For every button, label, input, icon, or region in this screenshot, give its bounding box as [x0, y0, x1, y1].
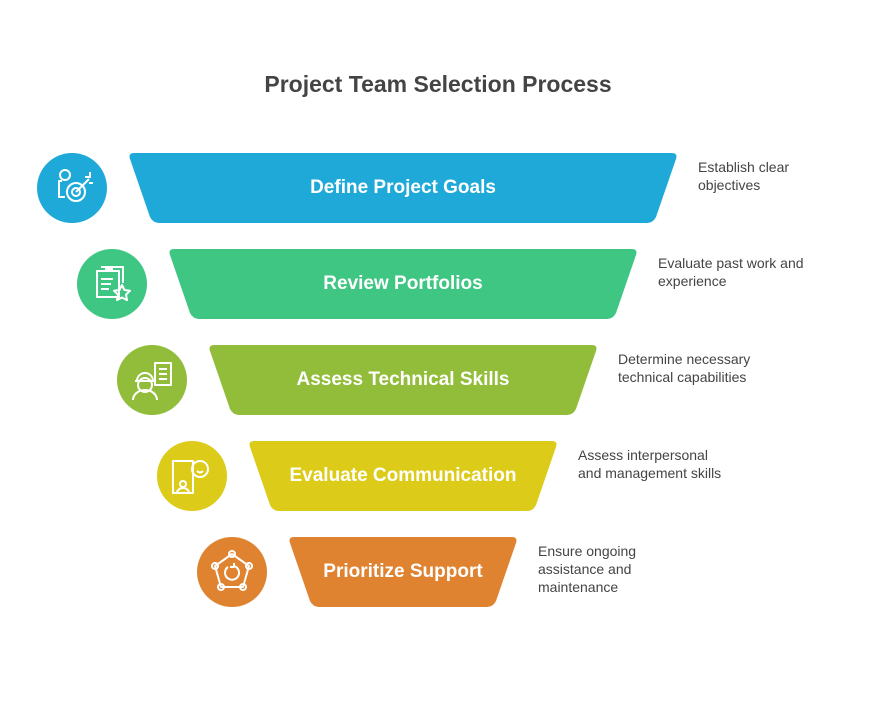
stage-description: Establish clear objectives	[698, 159, 790, 193]
funnel-band	[169, 249, 637, 319]
funnel-band	[209, 345, 597, 415]
stage-description: Ensure ongoing assistance and maintenanc…	[538, 543, 637, 595]
stage-label: Assess Technical Skills	[296, 369, 510, 390]
stage-description: Determine necessary technical capabiliti…	[618, 351, 751, 385]
stage-label: Prioritize Support	[323, 561, 483, 582]
person-target-icon	[37, 153, 107, 223]
funnel-band	[129, 153, 677, 223]
diagram-title: Project Team Selection Process	[264, 71, 612, 97]
network-cycle-icon	[197, 537, 267, 607]
funnel-band	[289, 537, 517, 607]
clipboard-star-icon	[77, 249, 147, 319]
funnel-band	[249, 441, 557, 511]
stage-description: Assess interpersonal and management skil…	[578, 447, 722, 481]
stage-label: Evaluate Communication	[289, 465, 517, 486]
stage-label: Define Project Goals	[310, 177, 496, 198]
stage-description: Evaluate past work and experience	[658, 255, 804, 289]
stage-label: Review Portfolios	[323, 273, 483, 294]
chat-person-icon	[157, 441, 227, 511]
engineer-checklist-icon	[117, 345, 187, 415]
